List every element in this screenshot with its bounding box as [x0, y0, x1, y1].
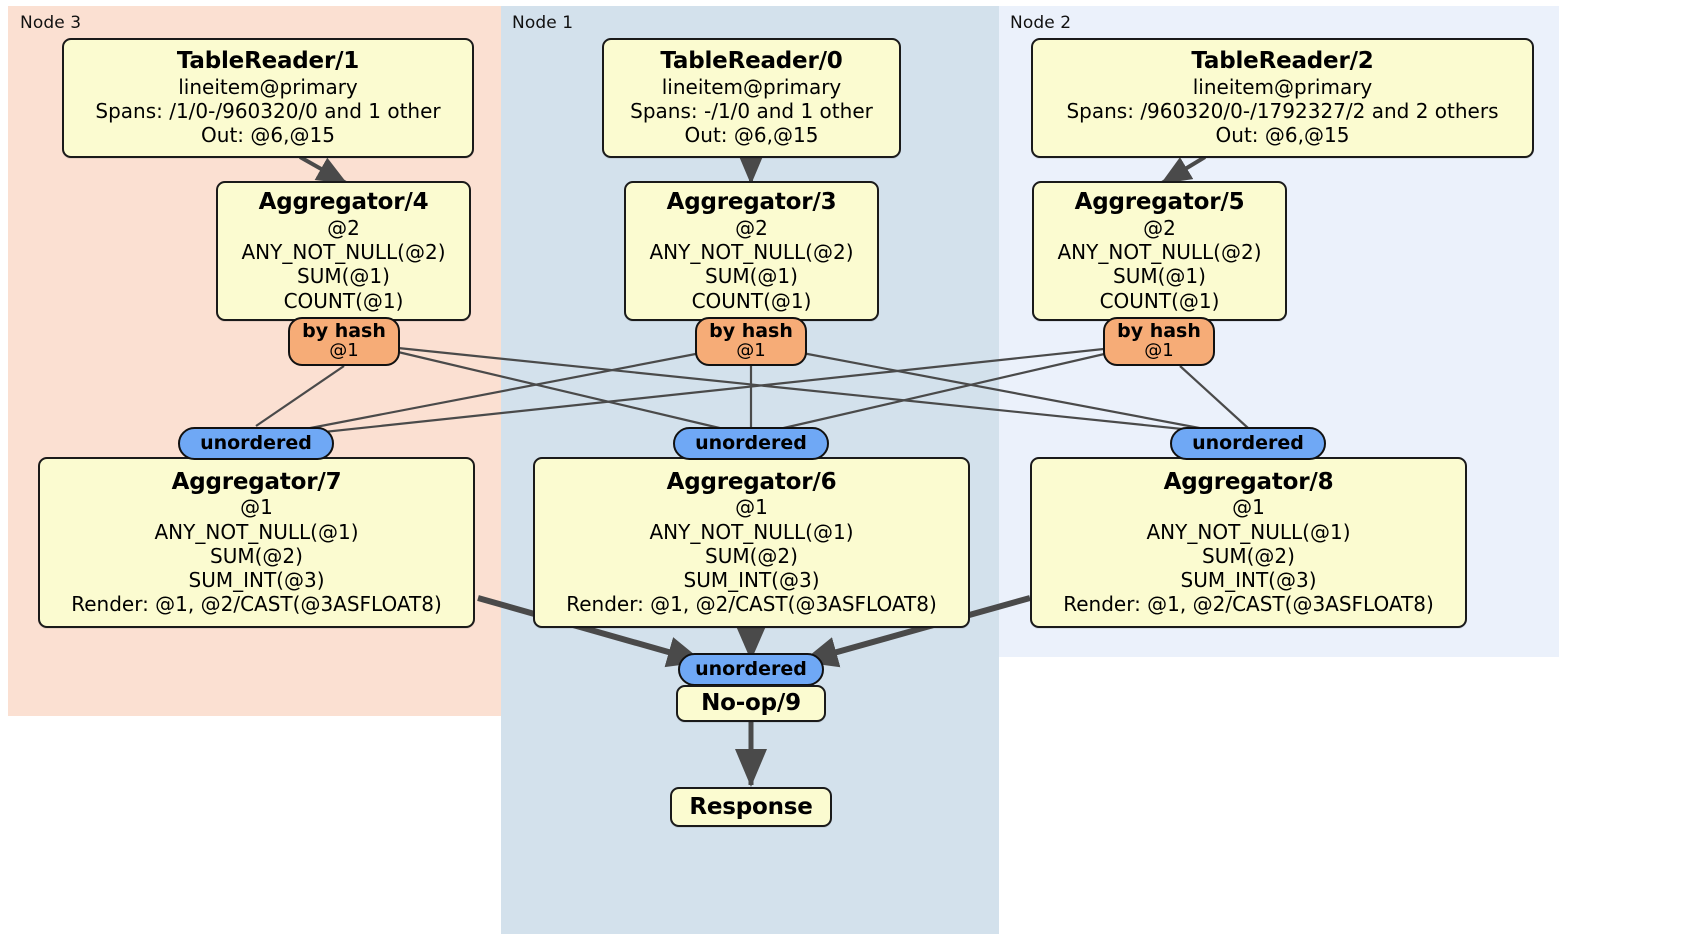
- collector-label: unordered: [695, 657, 807, 680]
- collector-unordered-left[interactable]: unordered: [178, 427, 334, 460]
- collector-unordered-center[interactable]: unordered: [673, 427, 829, 460]
- router-by-hash-right[interactable]: by hash @1: [1103, 317, 1215, 366]
- processor-detail-line: ANY_NOT_NULL(@1): [649, 519, 854, 544]
- processor-detail-line: lineitem@primary: [178, 75, 358, 100]
- processor-detail-line: ANY_NOT_NULL(@1): [154, 519, 359, 544]
- processor-detail-line: Spans: /1/0-/960320/0 and 1 other: [95, 99, 441, 124]
- processor-detail-line: @1: [735, 495, 768, 520]
- collector-label: unordered: [1192, 431, 1304, 454]
- processor-detail-line: SUM_INT(@3): [1180, 567, 1317, 592]
- processor-title: TableReader/2: [1191, 48, 1374, 75]
- router-label: by hash: [709, 320, 793, 343]
- processor-detail-line: SUM(@1): [705, 264, 798, 289]
- collector-unordered-right[interactable]: unordered: [1170, 427, 1326, 460]
- processor-title: Aggregator/6: [666, 468, 837, 495]
- collector-label: unordered: [695, 431, 807, 454]
- collector-unordered-final[interactable]: unordered: [678, 653, 824, 686]
- router-sublabel: @1: [1144, 340, 1174, 362]
- processor-noop-9[interactable]: No-op/9: [676, 685, 826, 722]
- router-label: by hash: [302, 320, 386, 343]
- processor-aggregator-3[interactable]: Aggregator/3 @2 ANY_NOT_NULL(@2) SUM(@1)…: [624, 181, 879, 321]
- processor-table-reader-2[interactable]: TableReader/2 lineitem@primary Spans: /9…: [1031, 38, 1534, 158]
- processor-title: No-op/9: [701, 690, 801, 717]
- processor-title: TableReader/1: [176, 48, 360, 75]
- node-label-node1: Node 1: [512, 13, 574, 33]
- processor-response[interactable]: Response: [670, 787, 832, 827]
- processor-aggregator-5[interactable]: Aggregator/5 @2 ANY_NOT_NULL(@2) SUM(@1)…: [1032, 181, 1287, 321]
- processor-table-reader-1[interactable]: TableReader/1 lineitem@primary Spans: /1…: [62, 38, 474, 158]
- processor-detail-line: ANY_NOT_NULL(@2): [241, 240, 446, 265]
- processor-title: TableReader/0: [660, 48, 843, 75]
- processor-detail-line: COUNT(@1): [691, 288, 812, 313]
- processor-title: Aggregator/8: [1163, 468, 1334, 495]
- processor-detail-line: Spans: /960320/0-/1792327/2 and 2 others: [1066, 99, 1499, 124]
- processor-detail-line: SUM(@1): [297, 264, 390, 289]
- processor-detail-line: @2: [327, 215, 360, 240]
- processor-detail-line: Out: @6,@15: [684, 123, 819, 148]
- processor-aggregator-6[interactable]: Aggregator/6 @1 ANY_NOT_NULL(@1) SUM(@2)…: [533, 457, 970, 628]
- processor-detail-line: @1: [240, 495, 273, 520]
- processor-detail-line: COUNT(@1): [283, 288, 404, 313]
- processor-detail-line: lineitem@primary: [661, 75, 842, 100]
- processor-detail-line: SUM_INT(@3): [683, 567, 820, 592]
- processor-detail-line: @2: [1143, 215, 1176, 240]
- processor-detail-line: Render: @1, @2/CAST(@3ASFLOAT8): [566, 592, 937, 617]
- processor-table-reader-0[interactable]: TableReader/0 lineitem@primary Spans: -/…: [602, 38, 901, 158]
- processor-detail-line: SUM(@1): [1113, 264, 1206, 289]
- router-by-hash-left[interactable]: by hash @1: [288, 317, 400, 366]
- processor-aggregator-8[interactable]: Aggregator/8 @1 ANY_NOT_NULL(@1) SUM(@2)…: [1030, 457, 1467, 628]
- processor-detail-line: @2: [735, 215, 768, 240]
- processor-detail-line: @1: [1232, 495, 1265, 520]
- processor-detail-line: SUM_INT(@3): [188, 567, 325, 592]
- processor-detail-line: ANY_NOT_NULL(@1): [1146, 519, 1351, 544]
- processor-detail-line: Render: @1, @2/CAST(@3ASFLOAT8): [71, 592, 442, 617]
- processor-aggregator-7[interactable]: Aggregator/7 @1 ANY_NOT_NULL(@1) SUM(@2)…: [38, 457, 475, 628]
- processor-detail-line: Out: @6,@15: [201, 123, 335, 148]
- processor-detail-line: ANY_NOT_NULL(@2): [649, 240, 854, 265]
- processor-detail-line: Spans: -/1/0 and 1 other: [630, 99, 873, 124]
- processor-title: Aggregator/3: [666, 189, 837, 216]
- collector-label: unordered: [200, 431, 312, 454]
- processor-detail-line: SUM(@2): [1202, 543, 1295, 568]
- processor-title: Aggregator/5: [1074, 189, 1245, 216]
- processor-detail-line: lineitem@primary: [1192, 75, 1373, 100]
- processor-detail-line: Out: @6,@15: [1215, 123, 1350, 148]
- node-label-node2: Node 2: [1010, 13, 1072, 33]
- processor-detail-line: COUNT(@1): [1099, 288, 1220, 313]
- processor-aggregator-4[interactable]: Aggregator/4 @2 ANY_NOT_NULL(@2) SUM(@1)…: [216, 181, 471, 321]
- router-label: by hash: [1117, 320, 1201, 343]
- router-by-hash-center[interactable]: by hash @1: [695, 317, 807, 366]
- processor-detail-line: ANY_NOT_NULL(@2): [1057, 240, 1262, 265]
- processor-detail-line: Render: @1, @2/CAST(@3ASFLOAT8): [1063, 592, 1434, 617]
- processor-detail-line: SUM(@2): [705, 543, 798, 568]
- processor-detail-line: SUM(@2): [210, 543, 303, 568]
- router-sublabel: @1: [329, 340, 359, 362]
- router-sublabel: @1: [736, 340, 766, 362]
- processor-title: Response: [689, 793, 813, 820]
- processor-title: Aggregator/7: [171, 468, 342, 495]
- node-label-node3: Node 3: [20, 13, 82, 33]
- processor-title: Aggregator/4: [258, 189, 429, 216]
